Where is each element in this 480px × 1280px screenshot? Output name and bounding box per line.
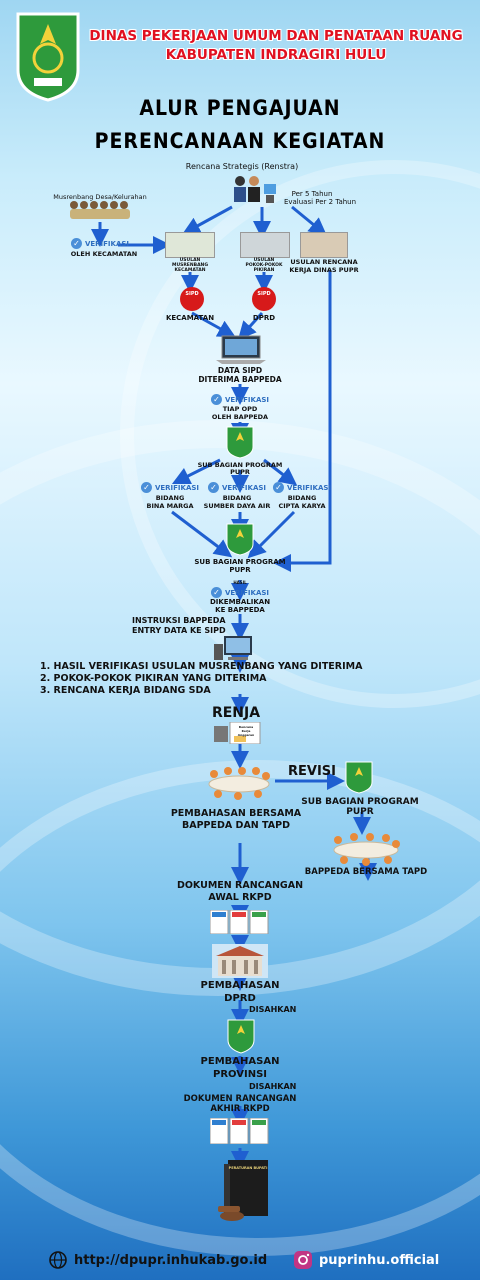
list-item-3: 3. RENCANA KERJA BIDANG SDA <box>40 685 211 696</box>
bidang-bm-line1: BIDANG <box>155 494 185 502</box>
data-sipd-line1: DATA SIPD <box>217 366 263 375</box>
oleh-kecamatan: OLEH KECAMATAN <box>70 250 138 258</box>
verifikasi-kecamatan: ✓VERIFIKASI <box>70 238 129 249</box>
data-sipd-line2: DITERIMA BAPPEDA <box>198 375 282 384</box>
renstra-period2: Evaluasi Per 2 Tahun <box>283 198 357 206</box>
sub-bagian2-line2: PUPR <box>229 566 251 574</box>
check-icon: ✓ <box>140 482 152 493</box>
globe-icon <box>48 1250 68 1270</box>
laptop-icon <box>216 334 266 364</box>
crowd-icon <box>68 200 132 220</box>
pupr-emblem <box>344 760 374 794</box>
renja-document-icon: Rencana Kerja Anggaran <box>214 722 264 744</box>
law-book-icon: PERATURAN BUPATI <box>218 1160 270 1222</box>
check-icon: ✓ <box>272 482 284 493</box>
meeting-icon <box>204 764 274 800</box>
check-icon: ✓ <box>210 394 222 405</box>
bappeda-tapd-label: BAPPEDA BERSAMA TAPD <box>304 867 428 877</box>
website-url: http://dpupr.inhukab.go.id <box>74 1252 268 1268</box>
provinsi-line2: PROVINSI <box>212 1069 268 1080</box>
dprd-building-icon <box>212 944 268 978</box>
usulan-dinas-thumb <box>300 232 348 258</box>
website-link[interactable]: http://dpupr.inhukab.go.id <box>48 1250 267 1270</box>
verifikasi-cipta-karya: ✓VERIFIKASI <box>272 482 331 493</box>
provinsi-disahkan: DISAHKAN <box>249 1082 297 1091</box>
rkpd-document-icon <box>210 910 270 934</box>
rancangan-awal-line1: DOKUMEN RANCANGAN <box>176 880 304 891</box>
badge-dprd-label: DPRD <box>252 314 276 322</box>
check-icon: ✓ <box>207 482 219 493</box>
bidang-sda-line2: SUMBER DAYA AIR <box>203 502 271 510</box>
instagram-link[interactable]: puprinhu.official <box>293 1250 439 1270</box>
meeting-icon <box>328 830 404 866</box>
instagram-handle: puprinhu.official <box>319 1252 440 1268</box>
rkpd-document-icon <box>210 1118 270 1144</box>
sub-bagian3-line2: PUPR <box>346 807 374 817</box>
regency-emblem-small <box>226 1018 256 1054</box>
musrenbang-label: Musrenbang Desa/Kelurahan <box>53 193 147 201</box>
kembali-line2: KE BAPPEDA <box>215 606 265 614</box>
people-icon <box>230 174 278 204</box>
sub-bagian1-line1: SUB BAGIAN PROGRAM <box>197 461 283 469</box>
pupr-emblem <box>225 425 255 459</box>
bidang-bm-line2: BINA MARGA <box>146 502 194 510</box>
verifikasi-bina-marga: ✓VERIFIKASI <box>140 482 199 493</box>
rancangan-awal-line2: AWAL RKPD <box>208 892 272 903</box>
sub-bagian1-line2: PUPR <box>230 468 250 476</box>
sipd-badge-dprd: SIPD <box>252 287 276 311</box>
desktop-icon <box>214 636 260 660</box>
usulan-pokir-label: USULAN POKOK-POKOK PIKIRAN <box>245 258 283 273</box>
pupr-emblem <box>225 522 255 556</box>
list-item-1: 1. HASIL VERIFIKASI USULAN MUSRENBANG YA… <box>40 661 363 672</box>
sub-bagian2-line1: SUB BAGIAN PROGRAM <box>194 558 286 566</box>
list-item-2: 2. POKOK-POKOK PIKIRAN YANG DITERIMA <box>40 673 267 684</box>
title-line2: PERENCANAAN KEGIATAN <box>94 129 386 153</box>
instruksi-line1: INSTRUKSI BAPPEDA <box>132 616 226 625</box>
header-line2: KABUPATEN INDRAGIRI HULU <box>165 47 387 63</box>
header-line1: DINAS PEKERJAAN UMUM DAN PENATAAN RUANG <box>89 28 463 44</box>
arrow <box>182 205 233 235</box>
pembahasan-tapd-line1: PEMBAHASAN BERSAMA <box>170 808 302 819</box>
bidang-ck-line1: BIDANG <box>287 494 317 502</box>
instagram-icon <box>293 1250 313 1270</box>
regency-emblem <box>14 10 82 102</box>
usulan-pokir-thumb <box>240 232 290 258</box>
renstra-period1: Per 5 Tahun <box>291 190 333 198</box>
title-line1: ALUR PENGAJUAN <box>139 96 341 120</box>
badge-kecamatan-label: KECAMATAN <box>165 314 215 322</box>
verifikasi-hasil: ✓VERIFIKASI <box>210 587 269 598</box>
dprd-line1: PEMBAHASAN <box>200 980 280 991</box>
provinsi-line1: PEMBAHASAN <box>200 1056 280 1067</box>
usulan-dinas-label: USULAN RENCANA KERJA DINAS PUPR <box>289 258 359 274</box>
instruksi-line2: ENTRY DATA KE SIPD <box>132 626 226 635</box>
revisi-label: REVISI <box>288 764 336 779</box>
renja-title: RENJA <box>211 705 261 721</box>
usulan-kecamatan-label: USULAN MUSRENBANG KECAMATAN <box>171 258 209 273</box>
sub-bagian3-line1: SUB BAGIAN PROGRAM <box>301 797 419 807</box>
verif-opd-line2: OLEH BAPPEDA <box>211 413 269 421</box>
dprd-disahkan: DISAHKAN <box>249 1005 297 1014</box>
usulan-kecamatan-thumb <box>165 232 215 258</box>
renstra-label: Rencana Strategis (Renstra) <box>185 162 299 171</box>
bidang-sda-line1: BIDANG <box>222 494 252 502</box>
dprd-line2: DPRD <box>224 993 256 1004</box>
verif-opd-line1: TIAP OPD <box>222 405 258 413</box>
hasil-label: HASIL <box>233 580 247 585</box>
check-icon: ✓ <box>210 587 222 598</box>
verifikasi-opd: ✓VERIFIKASI <box>210 394 269 405</box>
sipd-badge-kecamatan: SIPD <box>180 287 204 311</box>
verifikasi-sda: ✓VERIFIKASI <box>207 482 266 493</box>
arrow <box>291 205 327 236</box>
rancangan-akhir-line2: AKHIR RKPD <box>210 1104 270 1114</box>
kembali-line1: DIKEMBALIKAN <box>209 598 271 606</box>
bidang-ck-line2: CIPTA KARYA <box>278 502 326 510</box>
pembahasan-tapd-line2: BAPPEDA DAN TAPD <box>182 820 290 831</box>
check-icon: ✓ <box>70 238 82 249</box>
rancangan-akhir-line1: DOKUMEN RANCANGAN <box>183 1094 297 1104</box>
